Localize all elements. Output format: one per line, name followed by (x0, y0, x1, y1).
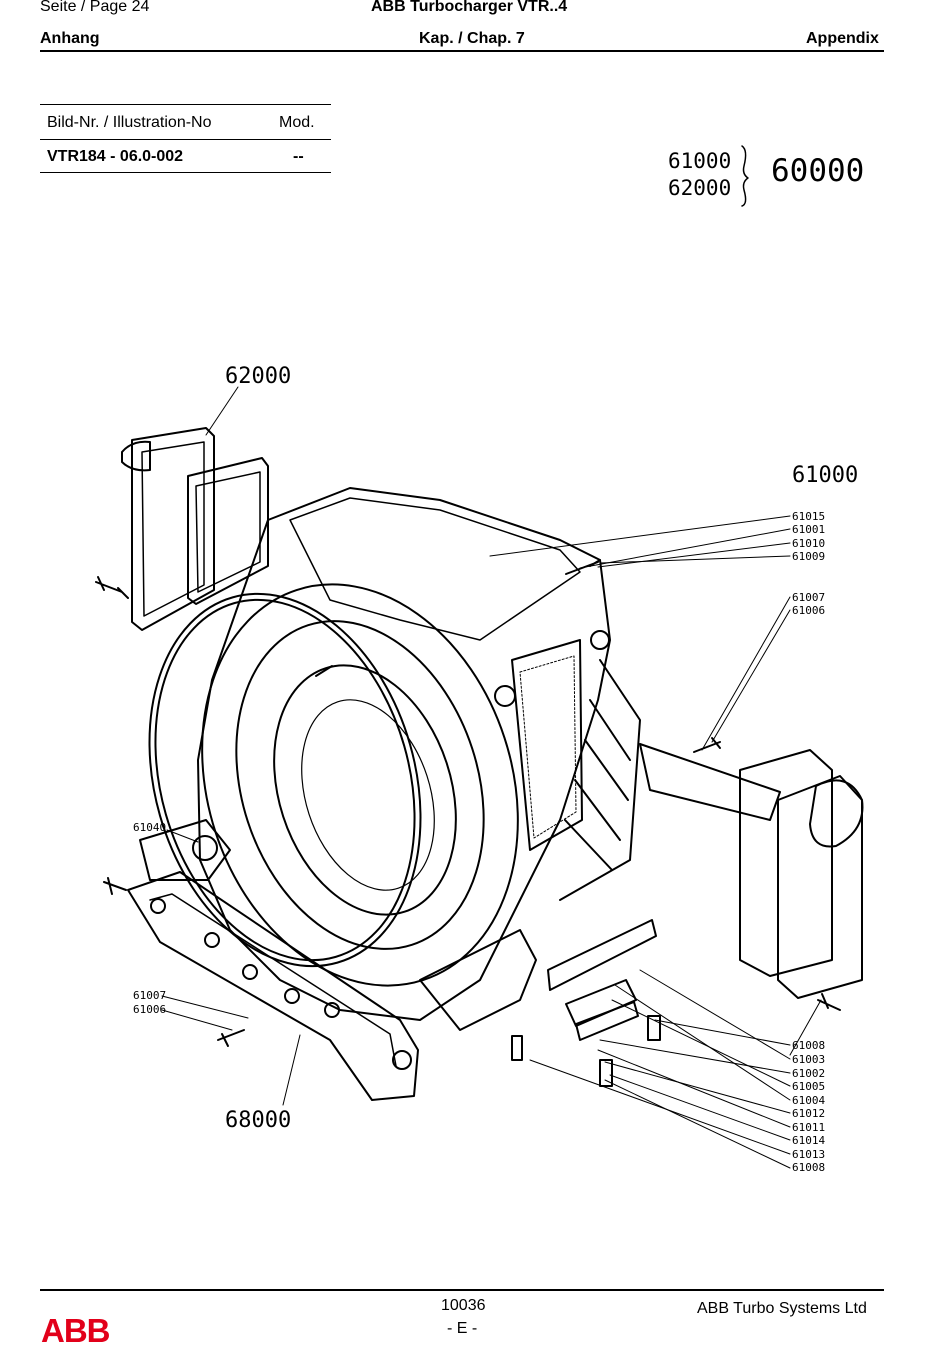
table-rule-mid (40, 139, 331, 140)
abb-logo: ABB (41, 1312, 110, 1349)
callout-61040: 61040 (133, 821, 166, 834)
language-code: - E - (447, 1320, 478, 1337)
part-label: 61013 (792, 1148, 825, 1161)
footer-rule (40, 1289, 884, 1291)
legend-brace (741, 145, 749, 207)
part-label: 61002 (792, 1067, 825, 1080)
end-cover-right (639, 743, 864, 1011)
end-cover-62000 (95, 427, 269, 631)
callout-61000: 61000 (792, 463, 858, 488)
illustration-header: Bild-Nr. / Illustration-No (47, 114, 212, 131)
legend-assembly: 60000 (771, 153, 864, 189)
part-label: 61007 (792, 591, 825, 604)
page-number: Seite / Page 24 (40, 0, 150, 15)
bearing-housing-61000 (197, 487, 641, 1031)
leader-lines (161, 386, 822, 1169)
mod-value: -- (293, 148, 304, 165)
part-label: 61009 (792, 550, 825, 563)
upper-part-list: 61015 61001 61010 61009 (792, 510, 825, 563)
lower-small-parts (315, 559, 721, 1087)
mod-header: Mod. (279, 114, 315, 131)
table-rule-top (40, 104, 331, 105)
section-right: Appendix (806, 30, 879, 47)
support-foot-68000 (127, 871, 419, 1101)
part-label: 61010 (792, 537, 825, 550)
part-label: 61014 (792, 1134, 825, 1147)
part-label: 61006 (792, 604, 825, 617)
part-label: 61001 (792, 523, 825, 536)
part-label: 61008 (792, 1161, 825, 1174)
illustration-number: VTR184 - 06.0-002 (47, 148, 184, 165)
assembly-legend: 61000 62000 60000 (668, 145, 864, 207)
callout-68000: 68000 (225, 1108, 291, 1133)
header-rule (40, 50, 884, 52)
part-label: 61015 (792, 510, 825, 523)
company-name: ABB Turbo Systems Ltd (697, 1300, 867, 1317)
legend-part-1: 61000 (668, 149, 731, 173)
product-title: ABB Turbocharger VTR..4 (371, 0, 568, 15)
callout-62000: 62000 (225, 364, 291, 389)
legend-part-2: 62000 (668, 176, 731, 200)
table-rule-bottom (40, 172, 331, 173)
part-label: 61006 (133, 1003, 166, 1016)
part-label: 61008 (792, 1039, 825, 1052)
part-label: 61012 (792, 1107, 825, 1120)
part-label: 61004 (792, 1094, 825, 1107)
mid-part-list: 61007 61006 (792, 591, 825, 617)
lower-part-list: 61008 61003 61002 61005 61004 61012 6101… (792, 1039, 825, 1174)
part-label: 61007 (133, 989, 166, 1002)
o-ring-61040 (103, 592, 422, 968)
part-label: 61011 (792, 1121, 825, 1134)
section-center: Kap. / Chap. 7 (419, 30, 525, 47)
part-label: 61005 (792, 1080, 825, 1093)
part-label: 61003 (792, 1053, 825, 1066)
section-left: Anhang (40, 30, 100, 47)
left-part-list: 61007 61006 (133, 989, 166, 1016)
document-number: 10036 (441, 1297, 486, 1314)
